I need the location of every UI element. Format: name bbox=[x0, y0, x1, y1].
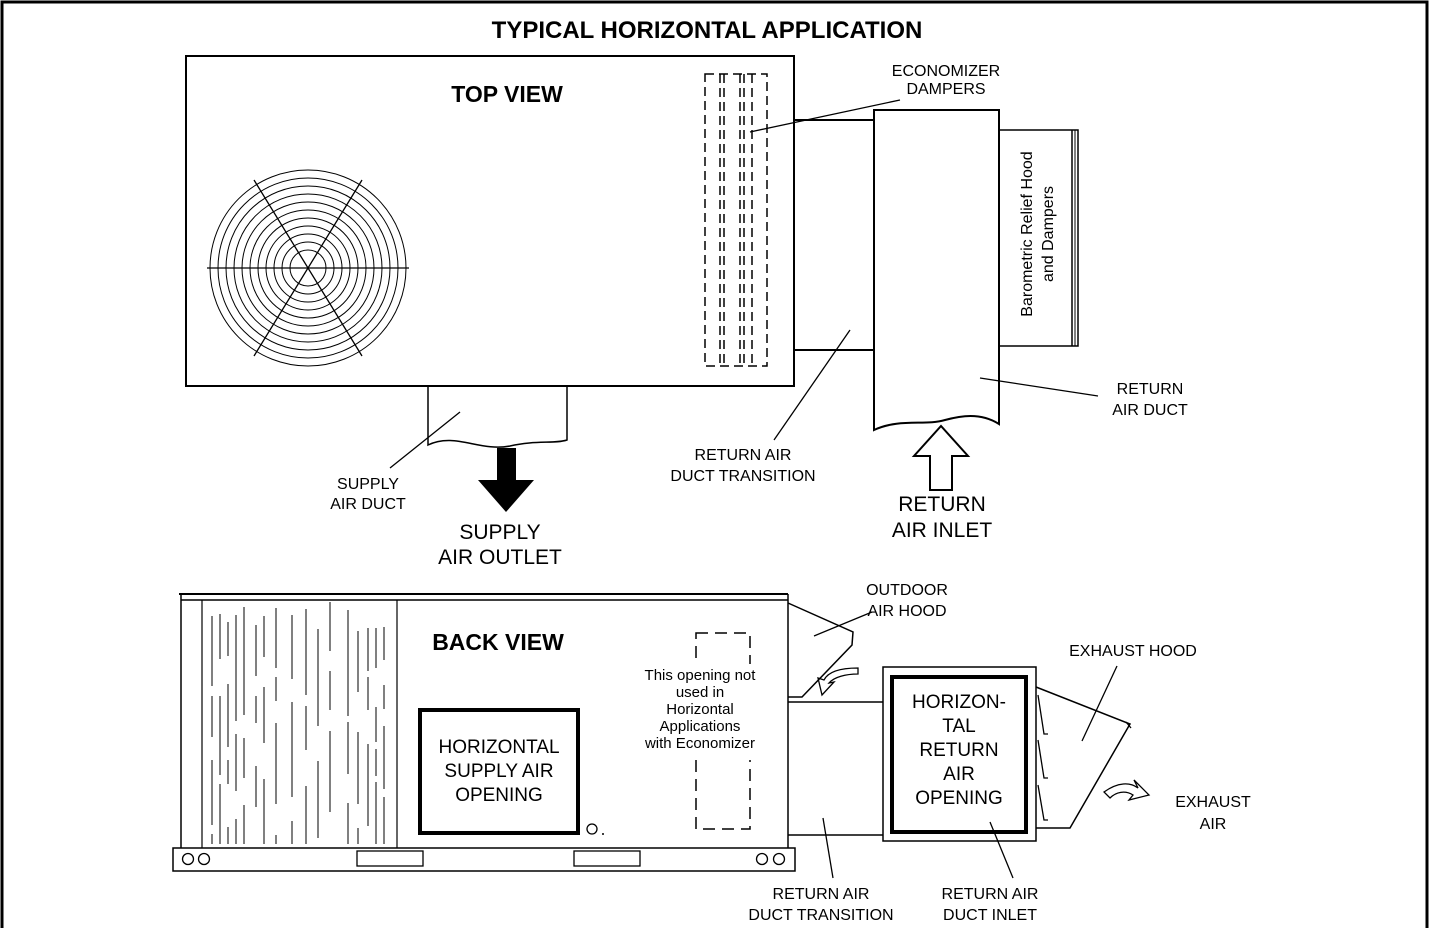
top-duct-transition-label-2: DUCT TRANSITION bbox=[670, 468, 815, 485]
supply-air-duct-label-2: AIR DUCT bbox=[330, 496, 406, 513]
opening-note-2: used in bbox=[676, 684, 724, 701]
return-air-inlet-label-2: AIR INLET bbox=[892, 519, 993, 542]
exhaust-arrow-icon bbox=[1102, 779, 1151, 802]
return-air-duct-inlet-leader bbox=[989, 821, 1014, 879]
return-air-duct bbox=[873, 109, 1000, 432]
exhaust-hood-label: EXHAUST HOOD bbox=[1069, 643, 1197, 660]
supply-air-duct-label-1: SUPPLY bbox=[337, 476, 399, 493]
supply-air-duct bbox=[427, 386, 568, 448]
return-air-duct-leader bbox=[979, 377, 1099, 397]
return-opening-label-1: HORIZON- bbox=[912, 692, 1006, 713]
condenser-coil bbox=[211, 602, 385, 844]
return-opening-label-2: TAL bbox=[942, 716, 975, 737]
return-air-inlet-label-1: RETURN bbox=[898, 493, 986, 516]
exhaust-air-label-1: EXHAUST bbox=[1175, 794, 1251, 811]
exhaust-hood-leader bbox=[1081, 665, 1118, 742]
top-duct-transition-label-1: RETURN AIR bbox=[695, 447, 792, 464]
supply-opening-label-3: OPENING bbox=[455, 785, 543, 806]
barometric-relief-hood: Barometric Relief Hood and Dampers bbox=[998, 129, 1079, 347]
return-opening-label-4: AIR bbox=[943, 764, 975, 785]
exhaust-hood bbox=[1035, 686, 1132, 829]
exhaust-air-label-2: AIR bbox=[1200, 816, 1227, 833]
horizontal-supply-opening bbox=[418, 708, 580, 835]
outdoor-air-hood-label-2: AIR HOOD bbox=[867, 603, 946, 620]
base-rail bbox=[172, 847, 796, 872]
back-view: BACK VIEW HORIZONTAL SUPPLY AIR OPENING … bbox=[172, 582, 1251, 924]
return-air-duct-label-2: AIR DUCT bbox=[1112, 402, 1188, 419]
back-duct-transition-label-2: DUCT TRANSITION bbox=[748, 907, 893, 924]
opening-note-4: Applications bbox=[660, 718, 741, 735]
supply-air-outlet-label-1: SUPPLY bbox=[459, 521, 540, 544]
supply-air-duct-leader bbox=[389, 411, 461, 469]
return-opening-frame bbox=[882, 666, 1037, 842]
opening-note-3: Horizontal bbox=[666, 701, 734, 718]
back-view-heading: BACK VIEW bbox=[432, 629, 564, 655]
economizer-dampers bbox=[704, 73, 768, 367]
opening-note-5: with Economizer bbox=[644, 735, 755, 752]
top-view: TOP VIEW Barometric Relief Hood and Damp… bbox=[185, 55, 1188, 569]
outdoor-air-hood-leader bbox=[813, 611, 873, 637]
supply-opening-label-1: HORIZONTAL bbox=[438, 737, 559, 758]
return-air-duct-inlet-label-2: DUCT INLET bbox=[943, 907, 1037, 924]
back-duct-transition-leader bbox=[822, 817, 834, 879]
barometric-relief-label-2: and Dampers bbox=[1040, 186, 1057, 282]
return-arrow-icon bbox=[911, 424, 971, 491]
top-view-heading: TOP VIEW bbox=[451, 81, 563, 107]
unit-top-outline bbox=[185, 55, 795, 387]
outdoor-air-hood bbox=[787, 602, 854, 698]
return-opening-label-3: RETURN bbox=[919, 740, 998, 761]
back-duct-transition-label-1: RETURN AIR bbox=[773, 886, 870, 903]
supply-air-outlet-label-2: AIR OUTLET bbox=[438, 546, 562, 569]
outdoor-air-hood-label-1: OUTDOOR bbox=[866, 582, 948, 599]
exhaust-damper-blades bbox=[1037, 694, 1048, 821]
return-air-duct-label-1: RETURN bbox=[1117, 381, 1184, 398]
barometric-relief-label-1: Barometric Relief Hood bbox=[1019, 151, 1036, 316]
economizer-dampers-label-1: ECONOMIZER bbox=[892, 63, 1000, 80]
condenser-fan-icon bbox=[207, 169, 409, 367]
horizontal-return-opening bbox=[890, 675, 1028, 834]
supply-arrow-icon bbox=[478, 448, 534, 512]
diagram-title: TYPICAL HORIZONTAL APPLICATION bbox=[492, 17, 923, 44]
economizer-dampers-label-2: DAMPERS bbox=[906, 81, 985, 98]
economizer-leader bbox=[749, 99, 901, 133]
top-duct-transition-leader bbox=[773, 329, 851, 441]
supply-opening-label-2: SUPPLY AIR bbox=[444, 761, 553, 782]
intake-arrow-icon bbox=[817, 667, 859, 697]
opening-note-1: This opening not bbox=[645, 667, 757, 684]
return-opening-label-5: OPENING bbox=[915, 788, 1003, 809]
return-air-duct-inlet-label-1: RETURN AIR bbox=[942, 886, 1039, 903]
